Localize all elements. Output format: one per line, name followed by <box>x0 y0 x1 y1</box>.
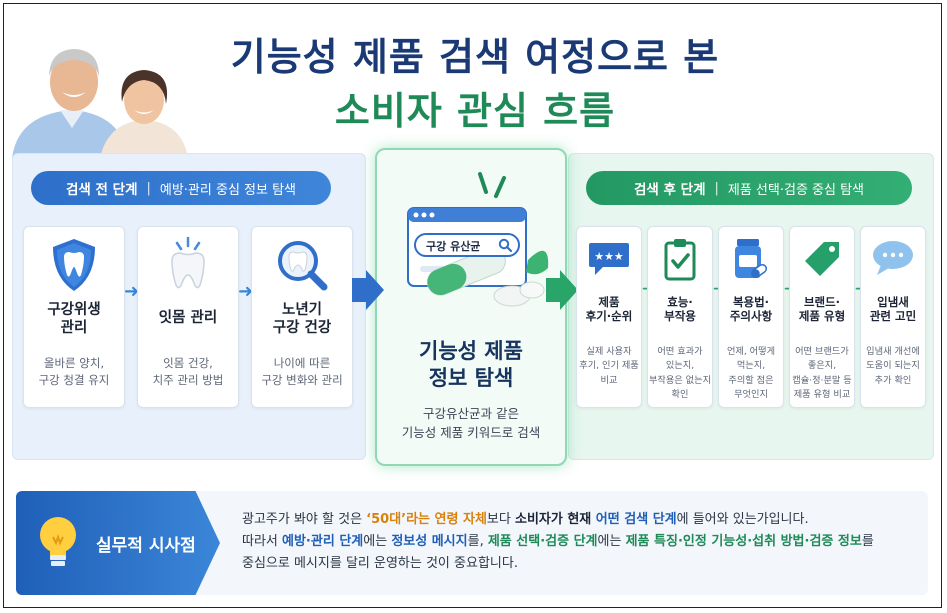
insight-line-1: 광고주가 봐야 할 것은 ‘50대’라는 연령 자체보다 소비자가 현재 어떤 … <box>242 509 922 531</box>
card-desc: 어떤 효과가 있는지, 부작용은 없는지 확인 <box>648 346 712 400</box>
before-stage-separator: | <box>146 180 151 196</box>
page-title-line2: 소비자 관심 흐름 <box>334 89 616 133</box>
arrow-right-icon: ➜ <box>124 281 140 302</box>
lightbulb-icon <box>40 517 76 566</box>
highlight-prevention: 예방·관리 단계 <box>282 533 364 549</box>
clipboard-check-icon <box>664 239 696 281</box>
insight-line-2: 따라서 예방·관리 단계에는 정보성 메시지를, 제품 선택·검증 단계에는 제… <box>242 531 922 553</box>
card-dosage-cautions: 복용법· 주의사항 언제, 어떻게 먹는지, 주의할 점은 무엇인지 <box>718 226 784 408</box>
insight-box: 실무적 시사점 광고주가 봐야 할 것은 ‘50대’라는 연령 자체보다 소비자… <box>16 491 928 595</box>
card-title: 잇몸 관리 <box>158 310 218 326</box>
text: 에는 <box>363 533 392 549</box>
insight-line-3: 중심으로 메시지를 달리 운영하는 것이 중요합니다. <box>242 555 518 571</box>
search-icon[interactable] <box>498 238 512 252</box>
after-stage-pill: 검색 후 단계 | 제품 선택·검증 중심 탐색 <box>586 171 912 205</box>
pill-bottle-icon <box>735 239 768 279</box>
highlight-selection: 제품 선택·검증 단계 <box>487 533 598 549</box>
card-desc: 실제 사용자 후기, 인기 제품 비교 <box>579 346 639 386</box>
card-desc: 잇몸 건강, 치주 관리 방법 <box>152 356 224 387</box>
insight-label: 실무적 시사점 <box>96 536 196 556</box>
highlight-age: ‘50대’라는 연령 자체 <box>366 512 487 527</box>
card-title: 구강위생 관리 <box>47 302 101 337</box>
tooth-icon <box>171 236 205 289</box>
shield-tooth-icon <box>53 239 95 291</box>
card-title: 효능· 부작용 <box>664 295 696 324</box>
highlight-consumer: 소비자가 현재 <box>514 512 596 527</box>
highlight-info-message: 정보성 메시지 <box>391 533 468 549</box>
search-input-value: 구강 유산균 <box>426 240 481 253</box>
insight-text: 광고주가 봐야 할 것은 ‘50대’라는 연령 자체보다 소비자가 현재 어떤 … <box>242 509 922 574</box>
card-desc: 올바른 양치, 구강 청결 유지 <box>38 356 110 387</box>
before-stage-sub: 예방·관리 중심 정보 탐색 <box>159 182 297 198</box>
card-desc: 어떤 브랜드가 좋은지, 캡슐·정·분말 등 제품 유형 비교 <box>792 346 852 400</box>
card-desc: 입냄새 개선에 도움이 되는지 추가 확인 <box>866 346 920 386</box>
text: 를, <box>467 533 488 549</box>
card-reviews-ranking: ★★★ 제품 후기·순위 실제 사용자 후기, 인기 제품 비교 <box>576 226 642 408</box>
card-title: 노년기 구강 건강 <box>272 302 332 337</box>
flow-arrow-right-icon <box>546 270 578 310</box>
card-senior-oral-health: 노년기 구강 건강 나이에 따른 구강 변화와 관리 <box>251 226 353 408</box>
card-gum-care: 잇몸 관리 잇몸 건강, 치주 관리 방법 <box>137 226 239 408</box>
magnifier-tooth-icon <box>278 241 328 291</box>
text: 를 <box>861 533 874 549</box>
card-brand-type: 브랜드· 제품 유형 어떤 브랜드가 좋은지, 캡슐·정·분말 등 제품 유형 … <box>789 226 855 408</box>
arrow-right-icon: ➜ <box>238 281 254 302</box>
card-title: 복용법· 주의사항 <box>729 295 773 324</box>
card-bad-breath: 입냄새 관련 고민 입냄새 개선에 도움이 되는지 추가 확인 <box>860 226 926 408</box>
text: 따라서 <box>242 533 283 549</box>
card-title: 브랜드· 제품 유형 <box>798 295 846 324</box>
text: 에 들어와 있는가입니다. <box>676 512 809 527</box>
highlight-product-info: 제품 특징·인정 기능성·섭취 방법·검증 정보 <box>625 533 862 549</box>
chat-stars-icon: ★★★ <box>589 243 629 275</box>
flow-arrow-left-icon <box>352 270 384 310</box>
text: 광고주가 봐야 할 것은 <box>242 512 367 527</box>
tag-icon <box>805 242 839 276</box>
browser-search-pill-icon <box>407 172 549 307</box>
text: 에는 <box>597 533 626 549</box>
card-title: 제품 후기·순위 <box>585 295 633 324</box>
text: 보다 <box>486 512 515 527</box>
after-stage-label: 검색 후 단계 <box>633 182 706 198</box>
card-title: 입냄새 관련 고민 <box>869 295 917 324</box>
after-stage-separator: | <box>714 180 719 196</box>
card-desc: 언제, 어떻게 먹는지, 주의할 점은 무엇인지 <box>726 346 776 400</box>
after-stage-sub: 제품 선택·검증 중심 탐색 <box>727 182 865 198</box>
page-title-line1: 기능성 제품 검색 여정으로 본 <box>230 35 720 79</box>
senior-couple-illustration <box>4 36 204 158</box>
before-stage-pill: 검색 전 단계 | 예방·관리 중심 정보 탐색 <box>31 171 331 205</box>
center-search-panel <box>375 148 567 466</box>
svg-text:★★★: ★★★ <box>594 250 624 263</box>
search-input[interactable]: 구강 유산균 <box>414 233 520 257</box>
center-title: 기능성 제품 정보 탐색 <box>419 339 523 391</box>
highlight-stage: 어떤 검색 단계 <box>595 512 677 527</box>
card-efficacy-side-effects: 효능· 부작용 어떤 효과가 있는지, 부작용은 없는지 확인 <box>647 226 713 408</box>
card-desc: 나이에 따른 구강 변화와 관리 <box>261 356 343 387</box>
speech-bubble-icon <box>873 241 913 275</box>
card-oral-hygiene: 구강위생 관리 올바른 양치, 구강 청결 유지 <box>23 226 125 408</box>
insight-tab: 실무적 시사점 <box>16 491 220 595</box>
before-stage-label: 검색 전 단계 <box>65 182 138 198</box>
center-desc: 구강유산균과 같은 기능성 제품 키워드로 검색 <box>401 406 541 441</box>
